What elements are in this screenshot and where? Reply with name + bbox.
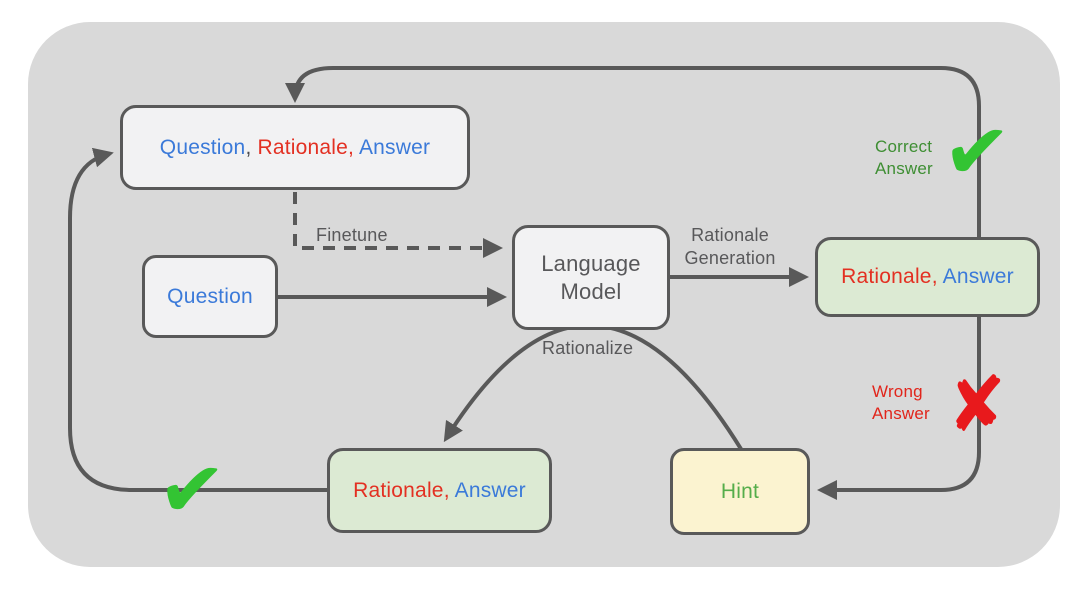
edge-wrong-to-hint xyxy=(817,315,981,500)
hint-text: Hint xyxy=(720,479,760,503)
qra-question-text: Question xyxy=(159,135,246,159)
label-rationale-generation: Rationale Generation xyxy=(672,224,788,271)
bottom-answer-text: Answer xyxy=(454,478,526,502)
qra-answer-text: Answer xyxy=(358,135,431,159)
qra-comma1: , xyxy=(245,135,258,159)
label-correct-line1: Correct xyxy=(875,137,933,156)
right-comma: , xyxy=(931,265,943,288)
label-wrong-answer: Wrong Answer xyxy=(872,381,930,426)
label-rationale-generation-line1: Rationale xyxy=(691,225,769,245)
check-icon-loop: ✔ xyxy=(154,440,229,539)
label-wrong-line1: Wrong xyxy=(872,382,923,401)
box-question-rationale-answer: Question, Rationale, Answer xyxy=(120,105,470,190)
box-question: Question xyxy=(142,255,278,338)
edge-rationalize-loop xyxy=(68,147,329,492)
check-icon-correct: ✔ xyxy=(939,102,1014,201)
label-correct-answer: Correct Answer xyxy=(875,136,933,181)
cross-icon-wrong: ✘ xyxy=(943,359,1011,451)
edge-correct-loop xyxy=(285,66,981,242)
lm-line2: Model xyxy=(560,278,622,304)
bottom-rationale-text: Rationale xyxy=(353,478,444,502)
label-finetune: Finetune xyxy=(316,225,388,245)
box-rationale-answer-right: Rationale, Answer xyxy=(815,237,1040,317)
label-rationale-generation-line2: Generation xyxy=(684,248,776,269)
qra-comma2: , xyxy=(348,135,359,159)
box-language-model: Language Model xyxy=(512,225,670,330)
right-answer-text: Answer xyxy=(942,265,1014,288)
label-rationalize: Rationalize xyxy=(542,338,634,358)
question-text: Question xyxy=(167,284,253,308)
lm-line1: Language xyxy=(541,251,641,276)
label-wrong-line2: Answer xyxy=(872,404,930,424)
box-rationale-answer-bottom: Rationale, Answer xyxy=(327,448,552,533)
qra-rationale-text: Rationale xyxy=(257,135,349,159)
bottom-comma: , xyxy=(443,478,455,502)
box-hint: Hint xyxy=(670,448,810,535)
label-correct-line2: Answer xyxy=(875,159,933,179)
right-rationale-text: Rationale xyxy=(841,265,932,288)
edge-finetune-dashed xyxy=(293,192,503,258)
